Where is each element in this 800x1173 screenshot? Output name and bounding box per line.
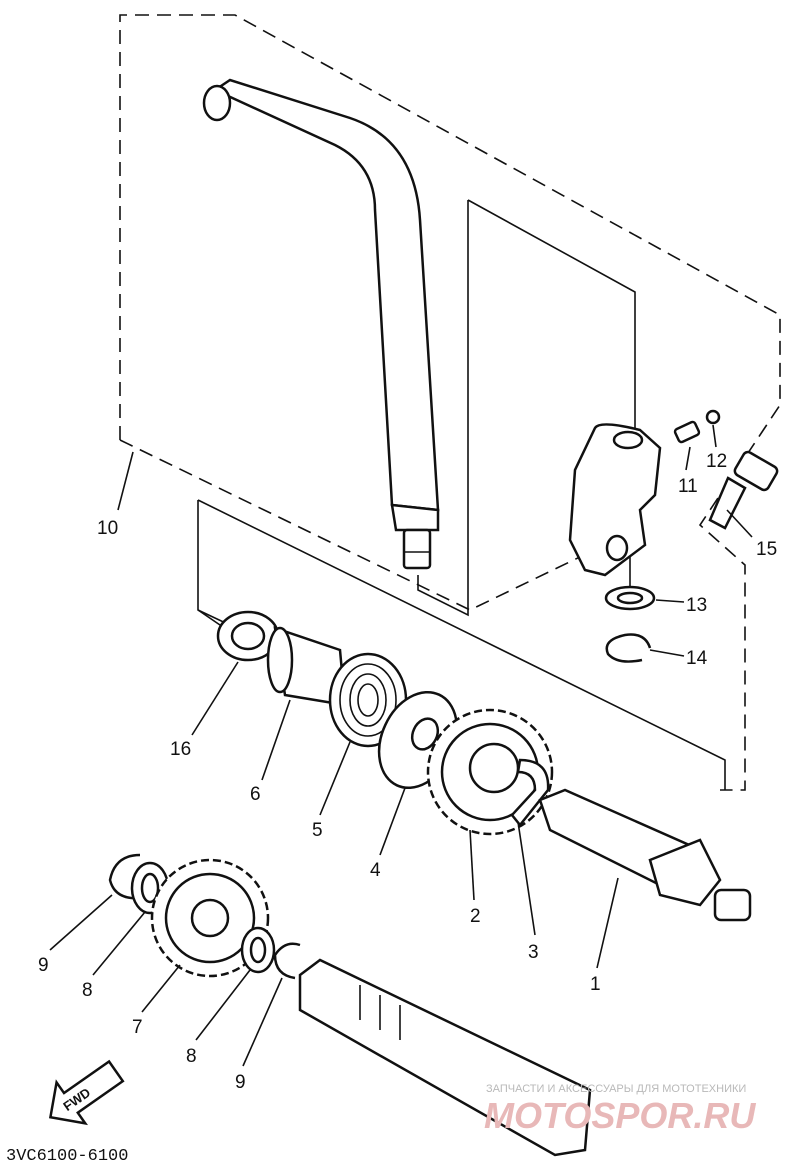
watermark-brand: MOTOSPOR.RU — [484, 1095, 756, 1136]
callout-10: 10 — [97, 518, 118, 539]
watermark: ЗАПЧАСТИ И АКСЕССУАРЫ ДЛЯ МОТОТЕХНИКИ MO… — [484, 1083, 756, 1136]
callout-13: 13 — [686, 595, 707, 616]
kick-crank-assembly-outline — [119, 14, 781, 791]
clip-3 — [510, 758, 550, 828]
diagram-code: 3VC6100-6100 — [6, 1147, 128, 1166]
bolt-15 — [708, 450, 779, 530]
kick-axle-1 — [538, 788, 752, 922]
spring-pin-11 — [673, 420, 701, 444]
circlip-14 — [605, 633, 652, 663]
kick-crank-lever — [202, 78, 440, 570]
washer-13 — [604, 585, 656, 611]
callout-5: 5 — [312, 820, 323, 841]
callout-2: 2 — [470, 906, 481, 927]
callout-8b: 8 — [186, 1046, 197, 1067]
idle-gear-7 — [150, 858, 270, 978]
callout-15: 15 — [756, 539, 777, 560]
callout-8a: 8 — [82, 980, 93, 1001]
kick-gear-2 — [426, 708, 554, 836]
kick-boss — [568, 423, 662, 577]
callout-4: 4 — [370, 860, 381, 881]
callout-11: 11 — [678, 476, 698, 497]
ball-12 — [705, 409, 721, 425]
callout-12: 12 — [706, 451, 727, 472]
callout-1: 1 — [590, 974, 601, 995]
spring-cover-6 — [266, 626, 347, 707]
callout-7: 7 — [132, 1017, 143, 1038]
watermark-tagline: ЗАПЧАСТИ И АКСЕССУАРЫ ДЛЯ МОТОТЕХНИКИ — [486, 1083, 746, 1095]
callout-3: 3 — [528, 942, 539, 963]
circlip-9-right — [273, 942, 301, 980]
callout-9b: 9 — [235, 1072, 246, 1093]
leader-lines — [49, 424, 753, 1067]
washer-8-right — [240, 926, 276, 974]
fwd-arrow: FWD — [48, 1059, 125, 1126]
callout-9a: 9 — [38, 955, 49, 976]
callout-14: 14 — [686, 648, 708, 669]
callout-labels: 1 2 3 4 5 6 7 8 8 9 9 10 11 12 13 14 15 … — [38, 451, 777, 1093]
callout-6: 6 — [250, 784, 261, 805]
idle-gear-shaft — [298, 958, 592, 1157]
callout-16: 16 — [170, 739, 191, 760]
